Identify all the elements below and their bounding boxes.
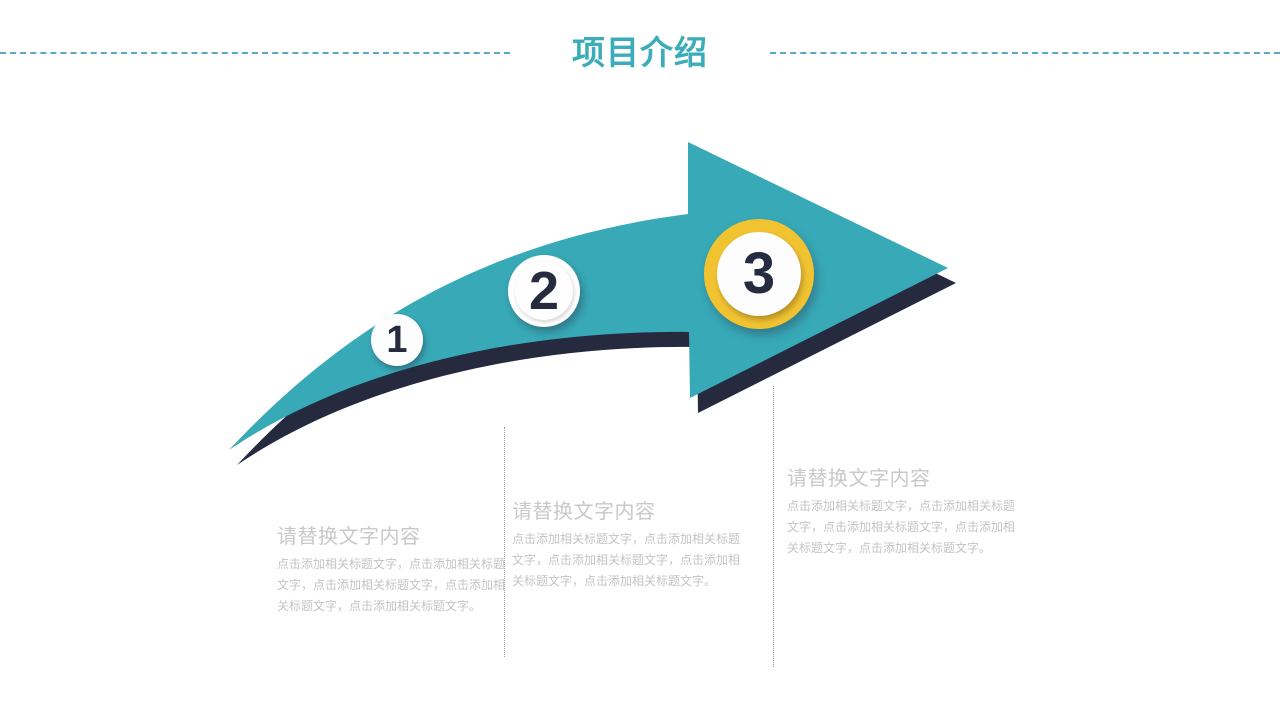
text-block-3-title: 请替换文字内容 [787,468,931,490]
body-line: 关标题文字，点击添加相关标题文字。 [787,541,992,555]
title-dash-right [770,52,1280,54]
text-block-3: 请替换文字内容 点击添加相关标题文字，点击添加相关标题 文字，点击添加相关标题文… [787,466,1019,559]
text-block-1-body: 点击添加相关标题文字，点击添加相关标题 文字，点击添加相关标题文字，点击添加相 … [277,554,509,617]
text-block-1-title: 请替换文字内容 [277,526,421,548]
slide-title: 项目介绍 [572,34,708,71]
step-badge-1: 1 [371,314,423,366]
step-badge-3-ring: 3 [704,219,814,329]
text-block-2: 请替换文字内容 点击添加相关标题文字，点击添加相关标题 文字，点击添加相关标题文… [512,499,744,592]
step-number-3: 3 [742,241,776,306]
body-line: 文字，点击添加相关标题文字，点击添加相 [277,578,506,592]
step-badge-2: 2 [508,255,580,327]
title-dash-left [0,52,510,54]
body-line: 点击添加相关标题文字，点击添加相关标题 [277,557,506,571]
text-block-2-title: 请替换文字内容 [512,501,656,523]
step-number-2: 2 [528,261,560,321]
body-line: 文字，点击添加相关标题文字，点击添加相 [512,553,741,567]
text-block-3-body: 点击添加相关标题文字，点击添加相关标题 文字，点击添加相关标题文字，点击添加相 … [787,496,1019,559]
body-line: 关标题文字，点击添加相关标题文字。 [512,574,717,588]
step-badge-3: 3 [717,232,801,316]
step-number-1: 1 [386,319,408,361]
body-line: 关标题文字，点击添加相关标题文字。 [277,599,482,613]
body-line: 点击添加相关标题文字，点击添加相关标题 [787,499,1016,513]
text-block-1: 请替换文字内容 点击添加相关标题文字，点击添加相关标题 文字，点击添加相关标题文… [277,524,509,617]
body-line: 文字，点击添加相关标题文字，点击添加相 [787,520,1016,534]
column-divider-2 [773,386,774,667]
body-line: 点击添加相关标题文字，点击添加相关标题 [512,532,741,546]
column-divider-1 [504,427,505,657]
text-block-2-body: 点击添加相关标题文字，点击添加相关标题 文字，点击添加相关标题文字，点击添加相 … [512,529,744,592]
step-badge-2-inner: 2 [515,262,573,320]
